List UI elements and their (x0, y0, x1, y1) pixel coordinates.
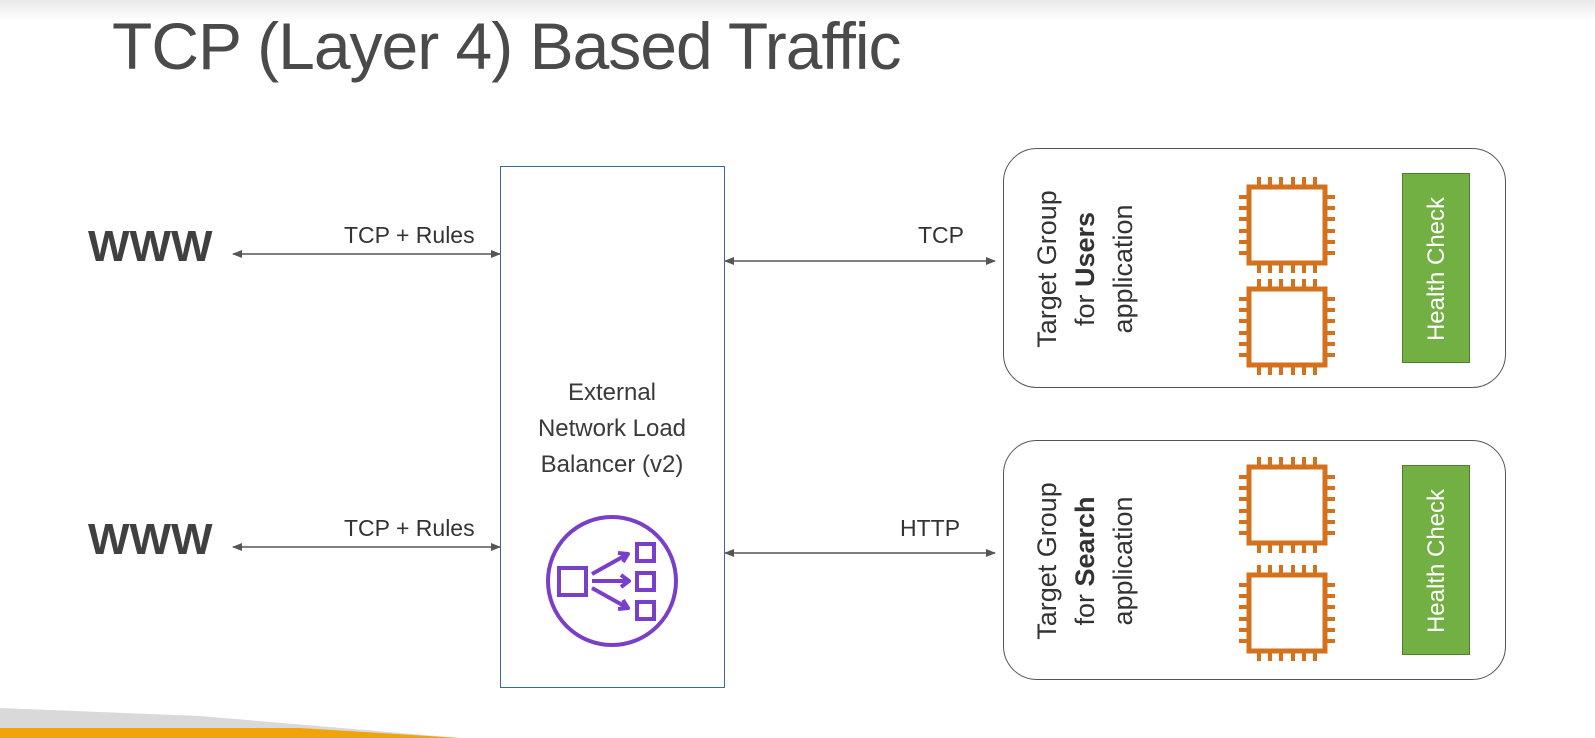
health-check-search: Health Check (1402, 465, 1470, 655)
health-check-users: Health Check (1402, 173, 1470, 363)
www-client-2: WWW (88, 515, 213, 564)
target-group-users: Target Group for Users application Healt… (1003, 148, 1506, 388)
tg-search-line-2: for Search (1070, 496, 1100, 626)
top-shade (0, 0, 1595, 22)
tg-search-line-3: application (1108, 496, 1138, 626)
nlb-label: External Network Load Balancer (v2) (501, 375, 723, 483)
network-load-balancer-icon (546, 515, 678, 647)
www-client-1: WWW (88, 222, 213, 271)
tg-search-line-1: Target Group (1032, 482, 1062, 640)
edge-label-tcp-rules-2: TCP + Rules (344, 515, 475, 541)
edge-label-http: HTTP (900, 515, 961, 541)
nlb-label-line-3: Balancer (v2) (540, 451, 684, 478)
network-load-balancer: External Network Load Balancer (v2) (500, 166, 725, 688)
page-title: TCP (Layer 4) Based Traffic (112, 9, 902, 83)
edge-label-tcp: TCP (918, 222, 964, 248)
ec2-instance-icon (1239, 279, 1335, 375)
bottom-decoration (0, 708, 460, 738)
tg-users-line-2: for Users (1070, 211, 1100, 327)
target-group-search: Target Group for Search application Heal… (1003, 440, 1506, 680)
target-group-search-label: Target Group for Search application (1010, 441, 1160, 681)
ec2-instance-icon (1239, 457, 1335, 553)
ec2-instance-icon (1239, 565, 1335, 661)
tg-users-line-1: Target Group (1032, 190, 1062, 348)
tg-users-line-3: application (1108, 204, 1138, 334)
nlb-label-line-1: External (567, 379, 657, 406)
nlb-label-line-2: Network Load (537, 415, 687, 442)
edge-label-tcp-rules-1: TCP + Rules (344, 222, 475, 248)
ec2-instance-icon (1239, 177, 1335, 273)
target-group-users-label: Target Group for Users application (1010, 149, 1160, 389)
